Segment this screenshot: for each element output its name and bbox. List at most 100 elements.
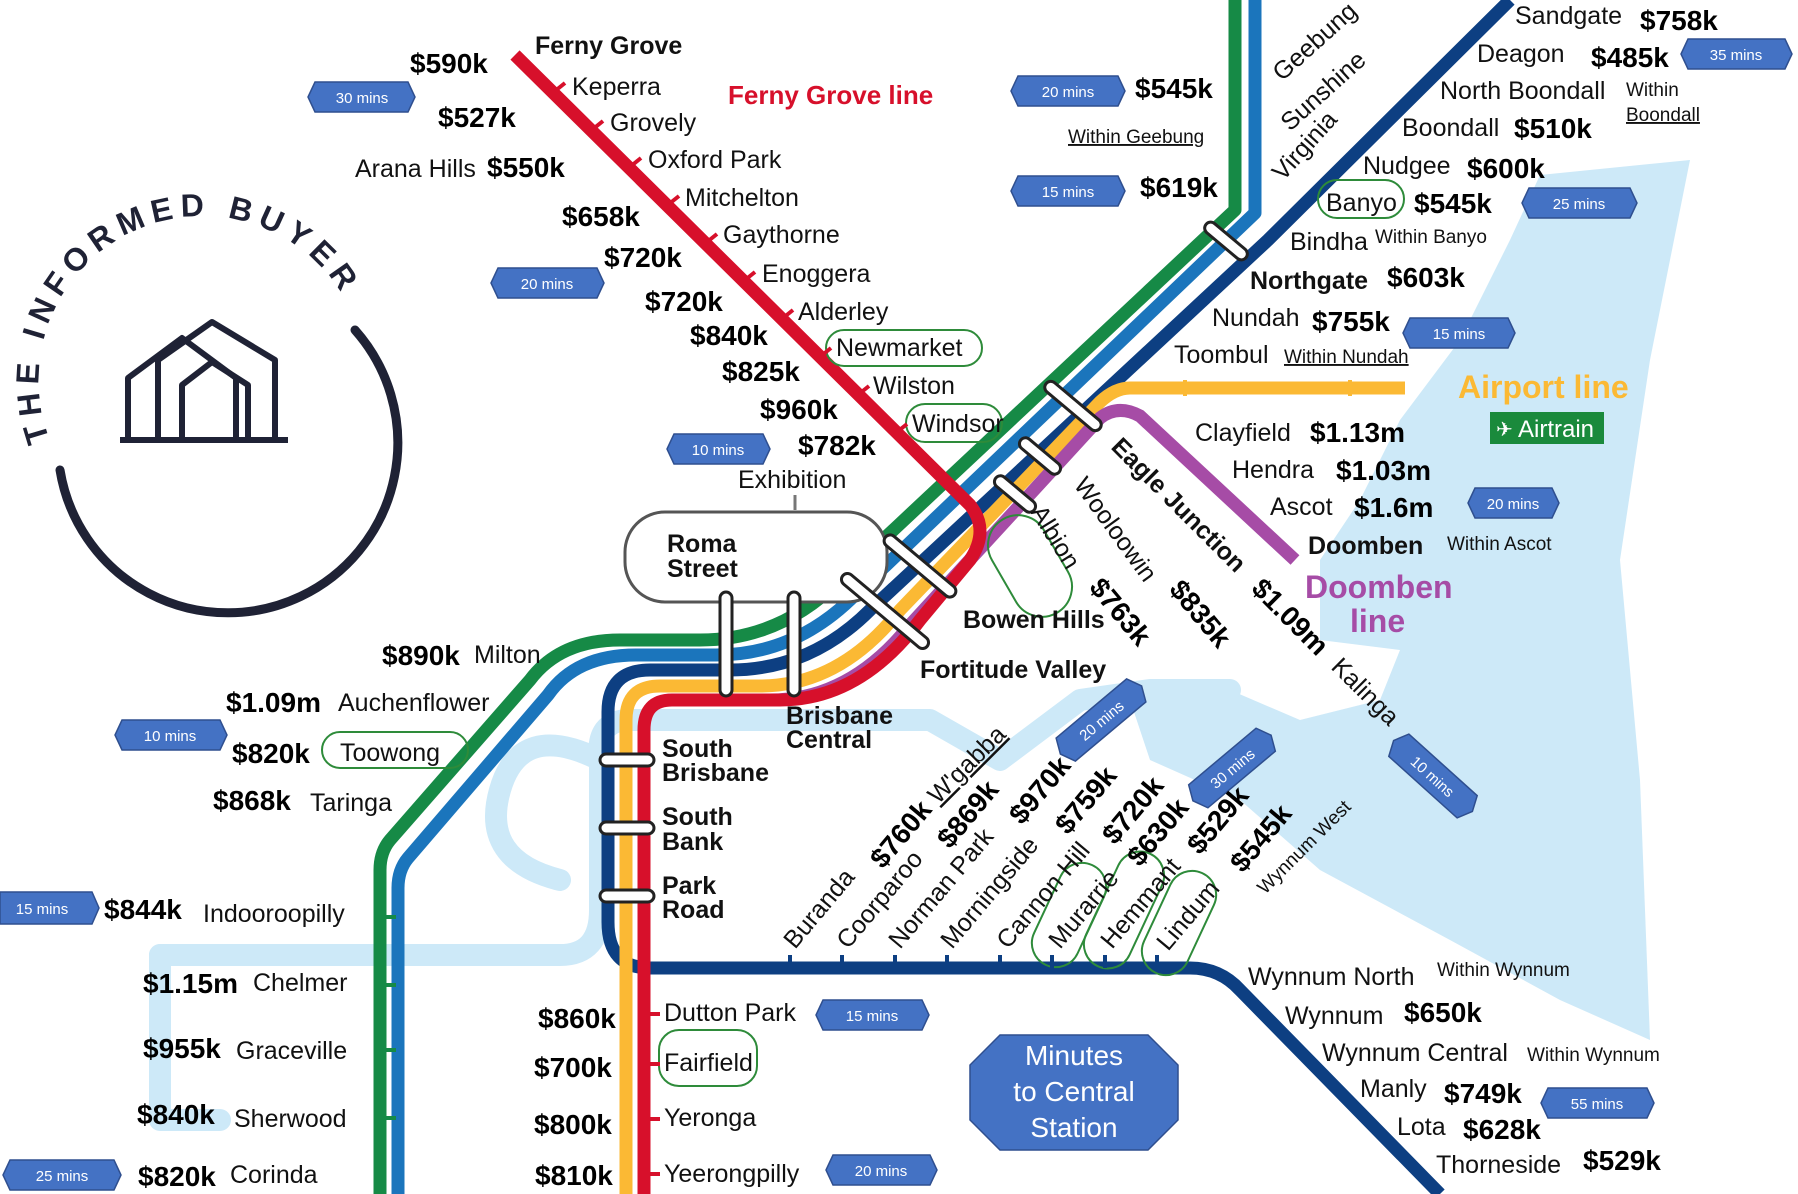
station-dutton-park: Dutton Park — [664, 999, 797, 1027]
svg-text:15 mins: 15 mins — [16, 901, 69, 918]
airtrain-logo — [1490, 412, 1604, 444]
roma-street-loop — [623, 510, 889, 604]
price-virginia: $619k — [1140, 172, 1218, 203]
price-thorneside: $529k — [1583, 1145, 1661, 1176]
ring-fairfield — [658, 1029, 758, 1087]
price-milton: $890k — [382, 640, 460, 671]
station-deagon: Deagon — [1477, 40, 1565, 68]
svg-text:15 mins: 15 mins — [846, 1008, 899, 1025]
station-wynnum-north: Wynnum North — [1248, 963, 1415, 991]
station-south-brisbane-1: South — [662, 735, 733, 763]
station-corinda: Corinda — [230, 1161, 318, 1189]
price-clayfield: $1.13m — [1310, 417, 1405, 448]
station-bindha: Bindha — [1290, 228, 1368, 256]
legend-line-2: to Central — [1013, 1076, 1134, 1107]
badge-20-yeerongpilly: 20 mins — [825, 1154, 938, 1186]
doomben-line-title-2: line — [1350, 603, 1405, 639]
badge-20-geebung: 20 mins — [1010, 75, 1126, 107]
price-taringa: $868k — [213, 785, 291, 816]
svg-text:20 mins: 20 mins — [1042, 84, 1095, 101]
price-northgate: $603k — [1387, 262, 1465, 293]
station-thorneside: Thorneside — [1436, 1151, 1561, 1179]
bar-valley — [839, 572, 931, 650]
station-indooroopilly: Indooroopilly — [203, 900, 345, 928]
ring-albion — [987, 514, 1073, 618]
note-within-wynnum-1: Within Wynnum — [1437, 960, 1570, 981]
price-wooloowin: $835k — [1163, 574, 1237, 654]
station-doomben: Doomben — [1308, 532, 1423, 560]
station-fortitude-valley: Fortitude Valley — [920, 656, 1106, 684]
note-within-boondall-1: Within — [1626, 80, 1679, 101]
price-geebung: $545k — [1135, 73, 1213, 104]
note-within-banyo: Within Banyo — [1375, 227, 1487, 248]
station-arana-hills: Arana Hills — [355, 155, 476, 183]
price-lota: $628k — [1463, 1114, 1541, 1145]
river-bend — [485, 734, 611, 891]
line-ferny-grove — [510, 50, 987, 1194]
station-alderley: Alderley — [798, 298, 889, 326]
station-sandgate: Sandgate — [1515, 2, 1622, 30]
price-auchenflower: $1.09m — [226, 687, 321, 718]
city-stations: Roma Street Brisbane Central Bowen Hills… — [662, 530, 1106, 924]
svg-text:20 mins: 20 mins — [1487, 496, 1540, 513]
station-lota: Lota — [1397, 1113, 1446, 1141]
station-hendra: Hendra — [1232, 456, 1314, 484]
bar-eagle — [1043, 379, 1103, 433]
station-sherwood: Sherwood — [234, 1105, 347, 1133]
svg-text:35 mins: 35 mins — [1710, 47, 1763, 64]
svg-text:25 mins: 25 mins — [1553, 196, 1606, 213]
logo: THE INFORMED BUYER — [9, 187, 403, 618]
airport-line-title: Airport line — [1458, 369, 1629, 405]
badge-10-exhibition: 10 mins — [666, 433, 771, 465]
station-ticks — [386, 81, 1352, 1176]
bar-central-1 — [718, 590, 734, 698]
station-manly: Manly — [1360, 1075, 1427, 1103]
ring-hemmant — [1082, 850, 1166, 970]
station-toowong: Toowong — [340, 739, 440, 767]
note-within-nundah: Within Nundah — [1284, 347, 1409, 368]
station-mitchelton: Mitchelton — [685, 184, 799, 212]
station-albion: Albion — [1025, 500, 1086, 574]
price-banyo: $545k — [1414, 188, 1492, 219]
badge-20-ferny: 20 mins — [490, 267, 605, 299]
legend-line-1: Minutes — [1025, 1040, 1123, 1071]
note-within-boondall-2: Boondall — [1626, 105, 1700, 126]
price-hendra: $1.03m — [1336, 455, 1431, 486]
station-park-road-1: Park — [662, 872, 716, 900]
bar-parkroad — [598, 888, 656, 904]
svg-text:30 mins: 30 mins — [336, 90, 389, 107]
legend: Minutes to Central Station — [969, 1034, 1179, 1151]
svg-text:25 mins: 25 mins — [36, 1168, 89, 1185]
logo-text: THE INFORMED BUYER — [9, 187, 369, 449]
station-nundah: Nundah — [1212, 304, 1300, 332]
station-milton: Milton — [474, 641, 541, 669]
badge-25-corinda: 25 mins — [2, 1159, 122, 1191]
price-sandgate: $758k — [1640, 5, 1718, 36]
badge-15-nundah: 15 mins — [1402, 317, 1516, 349]
price-toowong: $820k — [232, 738, 310, 769]
station-windsor: Windsor — [912, 410, 1004, 438]
price-nundah: $755k — [1312, 306, 1390, 337]
station-wilston: Wilston — [873, 372, 955, 400]
station-north-boondall: North Boondall — [1440, 77, 1605, 105]
station-park-road-2: Road — [662, 896, 725, 924]
station-graceville: Graceville — [236, 1037, 347, 1065]
price-deagon: $485k — [1591, 42, 1669, 73]
price-indooroopilly: $844k — [104, 894, 182, 925]
price-enoggera: $720k — [645, 286, 723, 317]
station-boondall: Boondall — [1402, 114, 1499, 142]
station-wynnum: Wynnum — [1285, 1002, 1383, 1030]
svg-text:15 mins: 15 mins — [1433, 326, 1486, 343]
station-grovely: Grovely — [610, 109, 697, 137]
logo-ring — [55, 325, 403, 618]
price-ferny-grove: $590k — [410, 48, 488, 79]
note-within-ascot: Within Ascot — [1447, 534, 1552, 555]
price-gaythorne: $720k — [604, 242, 682, 273]
svg-text:15 mins: 15 mins — [1042, 184, 1095, 201]
legend-octagon — [969, 1034, 1179, 1151]
badge-10-toowong: 10 mins — [114, 719, 228, 751]
station-central-2: Central — [786, 726, 872, 754]
price-mitchelton: $658k — [562, 201, 640, 232]
price-chelmer: $1.15m — [143, 968, 238, 999]
